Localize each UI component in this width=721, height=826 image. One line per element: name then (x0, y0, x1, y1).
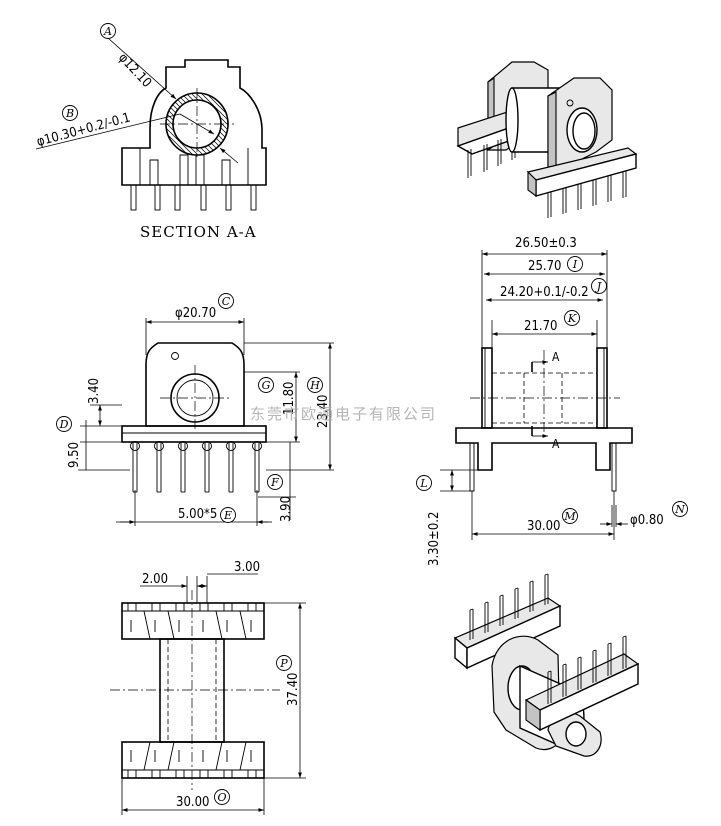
dim-23-40: 23.40 (316, 395, 331, 428)
dim-3-30: 3.30±0.2 (427, 512, 442, 566)
dim-3-00: 3.00 (234, 560, 260, 575)
callout-p: P (279, 657, 288, 670)
dim-3-90: 3.90 (279, 496, 294, 522)
dim-d-12-10: φ12.10 (115, 50, 154, 90)
dim-bottom-30-00: 30.00 (176, 795, 209, 810)
callout-m: M (563, 510, 576, 523)
callout-i: I (572, 258, 578, 271)
callout-f: F (270, 476, 279, 489)
bottom-view: 2.00 3.00 37.40 P 30.00 O (110, 560, 306, 815)
callout-l: L (419, 477, 427, 490)
section-mark-top: A (552, 350, 560, 364)
dim-26-50: 26.50±0.3 (515, 236, 577, 251)
watermark: 东莞市欧通电子有限公司 (250, 405, 437, 423)
callout-n: N (674, 503, 685, 516)
callout-d: D (59, 418, 69, 431)
dim-d-20-70: φ20.70 (175, 306, 216, 321)
isometric-view-top (456, 61, 638, 218)
callout-e: E (223, 509, 232, 522)
dim-3-40: 3.40 (87, 378, 102, 404)
callout-g: G (262, 379, 271, 392)
callout-a: A (103, 25, 112, 38)
dim-21-70: 21.70 (524, 319, 557, 334)
callout-b: B (65, 107, 74, 120)
dim-25-70: 25.70 (528, 259, 561, 274)
dim-9-50: 9.50 (67, 442, 82, 468)
dim-11-80: 11.80 (282, 382, 297, 415)
dim-pitch: 5.00*5 (178, 507, 217, 522)
section-title: SECTION A-A (140, 223, 257, 241)
dim-2-00: 2.00 (142, 572, 168, 587)
section-a-a-view: φ12.10 φ10.30+0.2/-0.1 A B SECTION A-A (35, 23, 267, 241)
section-mark-bottom: A (552, 437, 560, 451)
dim-30-00: 30.00 (527, 519, 560, 534)
side-view: A A 26.50±0.3 25.70 I 24.20+0.1/-0.2 J 2… (416, 236, 688, 566)
callout-o: O (217, 791, 226, 804)
isometric-view-bottom (453, 573, 640, 757)
front-view: φ20.70 C 3.40 9.50 D 11.80 23.40 G H 3.9… (56, 293, 334, 526)
callout-h: H (309, 379, 320, 392)
dim-37-40: 37.40 (286, 673, 301, 706)
dim-24-20: 24.20+0.1/-0.2 (500, 285, 589, 300)
callout-k: K (567, 312, 577, 325)
dim-d-10-30: φ10.30+0.2/-0.1 (35, 110, 132, 149)
callout-j: J (595, 280, 602, 293)
dim-pin-dia: φ0.80 (630, 513, 664, 528)
callout-c: C (222, 295, 231, 308)
